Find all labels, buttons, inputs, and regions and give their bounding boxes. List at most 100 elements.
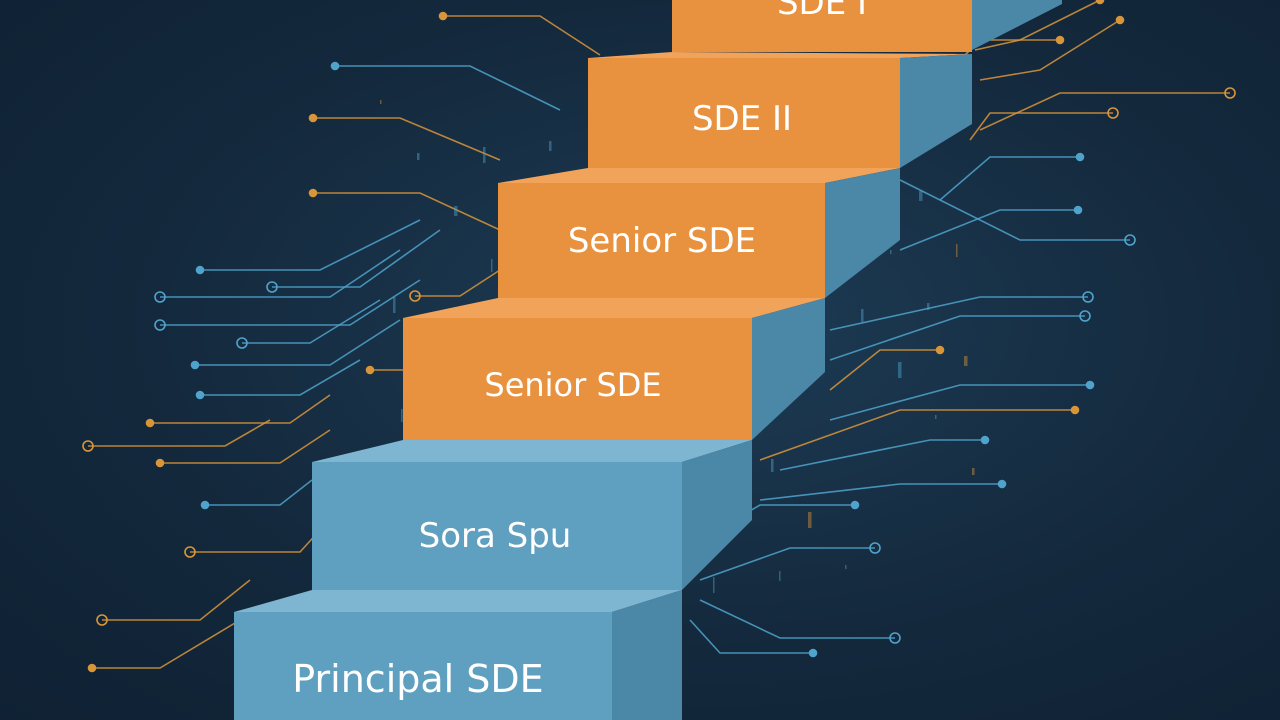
step-label: Senior SDE	[568, 221, 756, 261]
step-top	[498, 168, 900, 183]
circuit-node	[1073, 205, 1083, 215]
circuit-trace	[974, 0, 1101, 51]
circuit-node	[190, 360, 200, 370]
circuit-trace	[272, 229, 441, 288]
step-senior-sde-lower: Senior SDE	[403, 298, 825, 440]
circuit-node	[87, 663, 97, 673]
circuit-trace	[190, 529, 321, 553]
step-label: Principal SDE	[292, 657, 543, 701]
step-principal-sde: Principal SDE	[234, 590, 682, 720]
step-senior-sde-upper: Senior SDE	[498, 168, 900, 298]
circuit-node	[1115, 15, 1125, 25]
circuit-node	[308, 188, 318, 198]
circuit-trace	[200, 219, 421, 271]
step-front	[234, 612, 612, 720]
circuit-trace	[205, 479, 313, 506]
circuit-glyph	[401, 409, 403, 422]
circuit-glyph	[491, 259, 493, 272]
circuit-node	[155, 458, 165, 468]
circuit-trace	[313, 192, 501, 231]
step-front	[588, 58, 900, 168]
circuit-node	[980, 435, 990, 445]
circuit-node	[365, 365, 375, 375]
circuit-node	[96, 614, 108, 626]
step-side	[900, 54, 972, 168]
step-sde-ii: SDE II	[588, 52, 972, 168]
step-front	[498, 183, 825, 298]
circuit-node	[266, 281, 278, 293]
circuit-trace	[759, 409, 1075, 461]
circuit-node	[1124, 234, 1136, 246]
circuit-node	[409, 290, 421, 302]
circuit-glyph	[483, 147, 486, 163]
circuit-node	[889, 632, 901, 644]
circuit-node	[145, 418, 155, 428]
circuit-node	[808, 648, 818, 658]
step-sde-i: SDE I	[672, 0, 1062, 52]
step-label: Senior SDE	[484, 366, 661, 404]
circuit-node	[195, 265, 205, 275]
circuit-node	[1082, 291, 1094, 303]
circuit-node	[850, 500, 860, 510]
circuit-trace	[969, 112, 1113, 141]
circuit-trace	[92, 619, 241, 669]
circuit-node	[1107, 107, 1119, 119]
circuit-node	[1075, 152, 1085, 162]
step-top	[312, 440, 752, 462]
circuit-trace	[102, 579, 251, 621]
circuit-glyph	[393, 297, 396, 313]
circuit-trace	[699, 599, 895, 639]
circuit-trace	[939, 156, 1080, 201]
step-top	[588, 52, 972, 58]
circuit-trace	[415, 269, 501, 297]
step-side	[752, 298, 825, 440]
circuit-node	[308, 113, 318, 123]
circuit-glyph	[549, 141, 552, 151]
circuit-glyph	[417, 153, 420, 160]
circuit-node	[1079, 310, 1091, 322]
circuit-glyph	[935, 415, 937, 419]
circuit-node	[236, 337, 248, 349]
circuit-node	[195, 390, 205, 400]
circuit-trace	[699, 547, 875, 581]
circuit-trace	[88, 419, 271, 447]
step-side	[682, 440, 752, 590]
circuit-glyph	[454, 206, 458, 216]
circuit-trace	[779, 439, 985, 471]
circuit-trace	[829, 384, 1090, 421]
circuit-trace	[160, 279, 421, 326]
circuit-glyph	[771, 459, 774, 472]
circuit-glyph	[845, 565, 847, 569]
step-sora-spu: Sora Spu	[312, 440, 752, 590]
circuit-node	[154, 319, 166, 331]
step-front	[312, 462, 682, 590]
circuit-trace	[979, 92, 1230, 131]
circuit-node	[184, 546, 196, 558]
circuit-trace	[759, 483, 1002, 501]
circuit-glyph	[927, 303, 930, 310]
circuit-trace	[829, 315, 1085, 361]
step-label: Sora Spu	[419, 516, 572, 556]
circuit-node	[1085, 380, 1095, 390]
circuit-trace	[313, 117, 501, 161]
circuit-trace	[899, 209, 1078, 251]
step-front	[672, 0, 972, 52]
circuit-glyph	[380, 100, 382, 104]
step-side	[612, 590, 682, 720]
circuit-trace	[899, 179, 1130, 241]
circuit-glyph	[890, 250, 892, 254]
circuit-node	[154, 291, 166, 303]
circuit-trace	[160, 429, 331, 464]
circuit-trace	[829, 296, 1088, 331]
circuit-trace	[689, 619, 813, 654]
circuit-trace	[150, 394, 331, 424]
circuit-trace	[443, 15, 601, 56]
circuit-glyph	[808, 512, 812, 528]
circuit-node	[997, 479, 1007, 489]
step-label: SDE I	[777, 0, 867, 23]
circuit-glyph	[972, 468, 975, 475]
circuit-glyph	[964, 356, 968, 366]
circuit-node	[1055, 35, 1065, 45]
step-label: SDE II	[692, 99, 792, 139]
